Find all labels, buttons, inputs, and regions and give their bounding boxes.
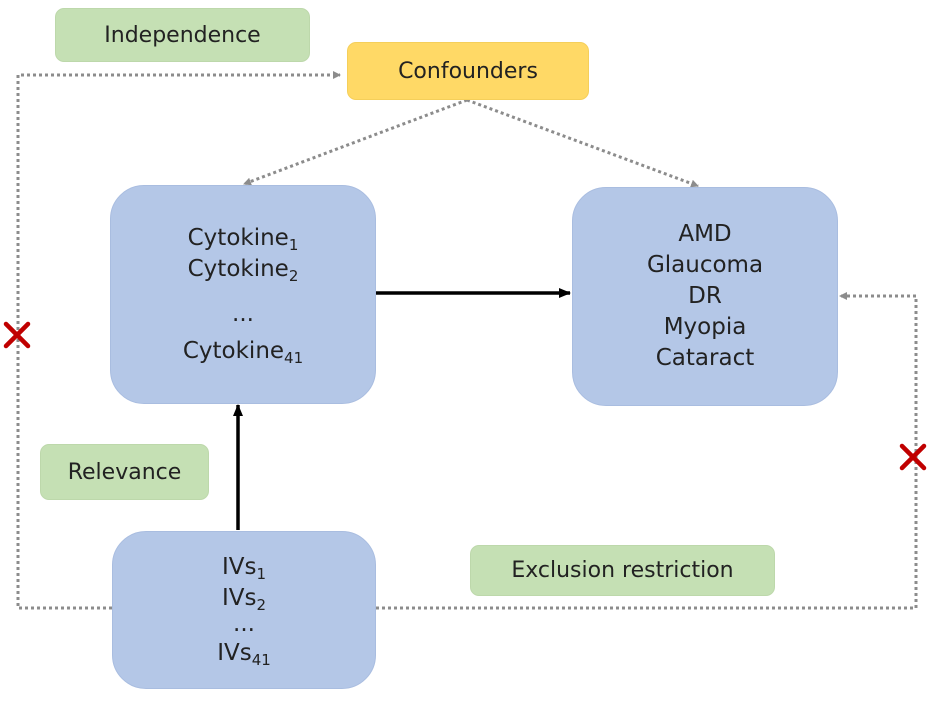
ivs-line-41: IVs41	[217, 639, 271, 669]
relevance-label: Relevance	[40, 444, 209, 500]
ivs-node: IVs1 IVs2 ... IVs41	[112, 531, 376, 689]
outcome-cataract: Cataract	[655, 345, 755, 371]
outcome-myopia: Myopia	[663, 314, 747, 340]
relevance-text: Relevance	[67, 459, 182, 485]
cytokine-line-1: Cytokine1	[187, 224, 299, 254]
cross-icon-independence	[3, 321, 31, 349]
cytokine-line-2: Cytokine2	[187, 255, 299, 285]
confounders-to-cytokines	[243, 98, 468, 186]
cytokine-line-41: Cytokine41	[182, 337, 304, 367]
cytokine-ellipsis: ...	[232, 300, 254, 327]
independence-text: Independence	[104, 22, 261, 48]
confounders-node: Confounders	[347, 42, 589, 100]
independence-label: Independence	[55, 8, 310, 62]
outcomes-node: AMD Glaucoma DR Myopia Cataract	[572, 187, 838, 406]
confounders-to-outcomes	[466, 98, 699, 188]
outcome-dr: DR	[688, 283, 722, 309]
ivs-line-2: IVs2	[221, 584, 267, 614]
independence-path	[16, 71, 341, 610]
exclusion-text: Exclusion restriction	[511, 558, 734, 583]
cross-icon-exclusion	[899, 443, 927, 471]
ivs-line-1: IVs1	[221, 553, 267, 583]
confounders-text: Confounders	[398, 58, 538, 84]
outcome-glaucoma: Glaucoma	[646, 252, 764, 278]
ivs-ellipsis: ...	[233, 610, 255, 637]
exclusion-restriction-label: Exclusion restriction	[470, 545, 775, 596]
outcome-amd: AMD	[678, 221, 732, 247]
cytokines-node: Cytokine1 Cytokine2 ... Cytokine41	[110, 185, 376, 404]
